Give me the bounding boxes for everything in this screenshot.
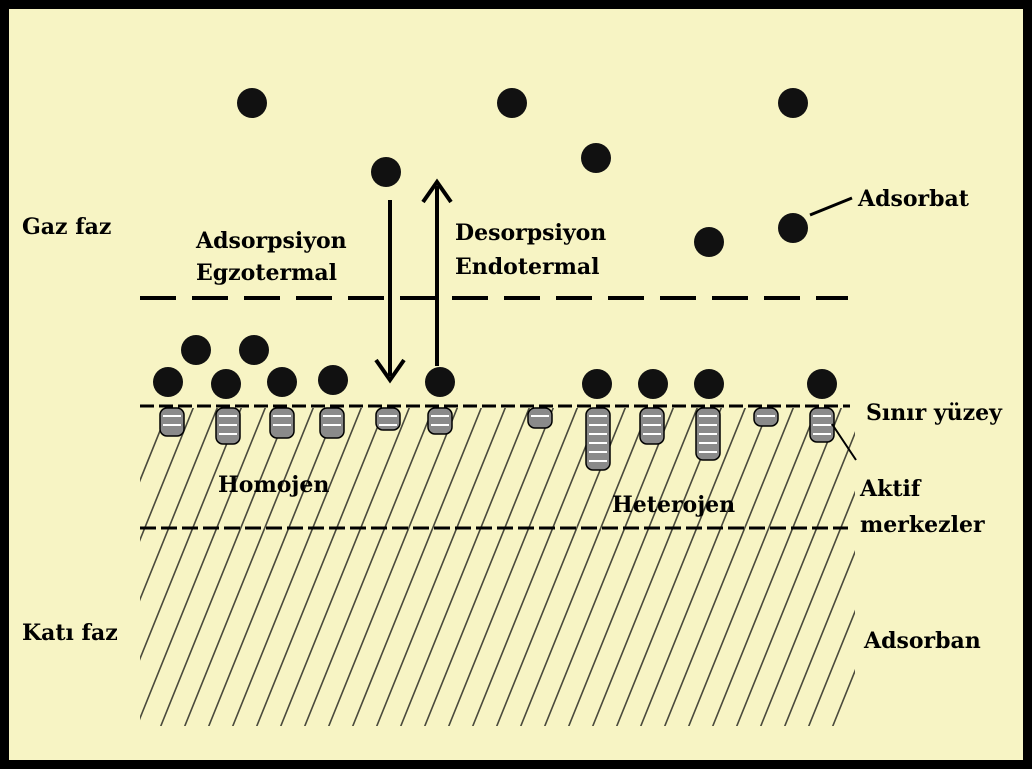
adsorbed-particle [239, 335, 269, 365]
hatch-line [760, 406, 890, 728]
hatch-line [376, 406, 506, 728]
homogeneous-label: Homojen [218, 472, 329, 498]
hatch-line [736, 406, 866, 728]
gas-phase-particle [237, 88, 267, 118]
active-site [376, 408, 400, 430]
active-site [640, 408, 664, 444]
hatch-line [856, 406, 986, 728]
hatch-line [160, 406, 290, 728]
active-centers-pointer-line [832, 424, 856, 460]
gas-phase-particle [778, 88, 808, 118]
solid-phase-label: Katı faz [22, 620, 118, 646]
hatch-line [232, 406, 362, 728]
hatch-line [472, 406, 602, 728]
hatch-line [112, 406, 242, 728]
adsorbed-particle [153, 367, 183, 397]
active-site [428, 408, 452, 434]
hatch-line [808, 406, 938, 728]
hatch-line [184, 406, 314, 728]
adsorption-arrow [376, 200, 404, 380]
adsorbed-particle [211, 369, 241, 399]
active-site [216, 408, 240, 444]
gas-phase-particle [497, 88, 527, 118]
adsorbed-particle [267, 367, 297, 397]
hatch-line [424, 406, 554, 728]
active-site [270, 408, 294, 438]
active-site [754, 408, 778, 426]
endothermic-label: Endotermal [455, 254, 599, 280]
gas-phase-particle [778, 213, 808, 243]
adsorbed-particle [181, 335, 211, 365]
hatch-line [784, 406, 914, 728]
gas-phase-label: Gaz faz [22, 214, 111, 240]
hatch-line [616, 406, 746, 728]
active-centers-label: Aktif [859, 476, 922, 502]
hatch-line [280, 406, 410, 728]
hatch-line [208, 406, 338, 728]
active-centers-label-line2: merkezler [860, 512, 985, 538]
adsorbent-label: Adsorban [863, 628, 981, 654]
hatch-line [304, 406, 434, 728]
adsorbate-pointer-line [810, 198, 852, 215]
adsorbed-particle [582, 369, 612, 399]
hatch-line [88, 406, 218, 728]
solid-phase-hatching [40, 406, 986, 728]
gas-phase-particle [371, 157, 401, 187]
active-site [810, 408, 834, 442]
adsorbed-particle [694, 369, 724, 399]
adsorbed-particle [638, 369, 668, 399]
active-site [696, 408, 720, 460]
boundary-surface-label: Sınır yüzey [866, 400, 1003, 426]
active-site [528, 408, 552, 428]
hatch-line [352, 406, 482, 728]
hatch-line [40, 406, 170, 728]
adsorbed-particle [425, 367, 455, 397]
adsorbed-particle [807, 369, 837, 399]
hatch-line [328, 406, 458, 728]
hatch-line [520, 406, 650, 728]
exothermic-label: Egzotermal [196, 260, 337, 286]
hatch-line [400, 406, 530, 728]
hatch-line [256, 406, 386, 728]
active-site [586, 408, 610, 470]
hatch-line [64, 406, 194, 728]
adsorption-label: Adsorpsiyon [195, 228, 347, 254]
hatch-line [448, 406, 578, 728]
desorption-arrow [423, 182, 451, 366]
adsorbed-particle [318, 365, 348, 395]
hatch-line [136, 406, 266, 728]
gas-phase-particle [694, 227, 724, 257]
hatch-line [712, 406, 842, 728]
heterogeneous-label: Heterojen [612, 492, 735, 518]
active-site [160, 408, 184, 436]
gas-phase-particle [581, 143, 611, 173]
desorption-label: Desorpsiyon [455, 220, 606, 246]
hatch-line [664, 406, 794, 728]
active-site [320, 408, 344, 438]
adsorbate-label: Adsorbat [857, 186, 970, 212]
